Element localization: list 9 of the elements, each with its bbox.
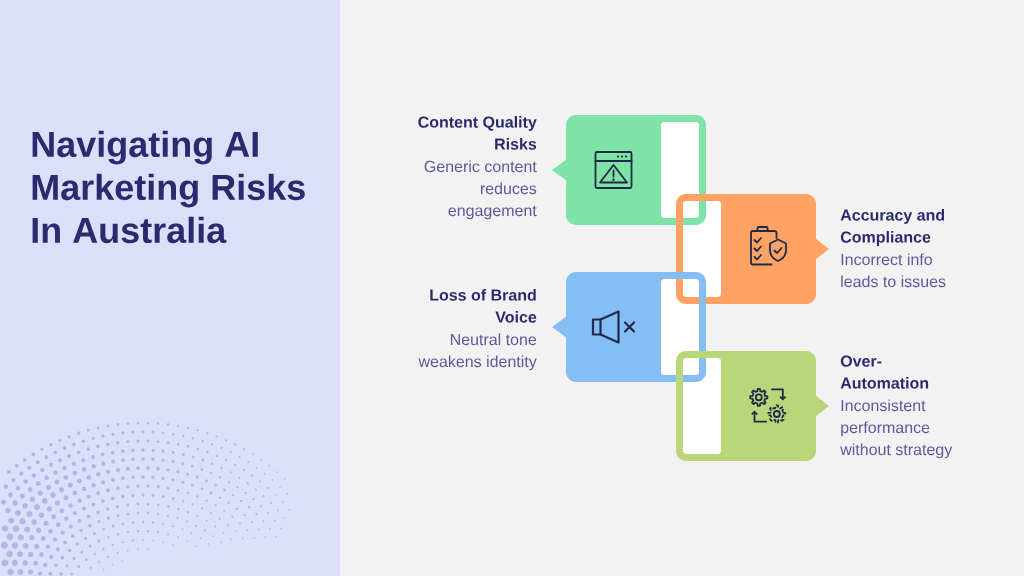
callout-text: Neutral tone weakens identity bbox=[418, 333, 537, 371]
callout-heading: Accuracy and Compliance bbox=[840, 209, 945, 246]
callout-heading: Content Quality Risks bbox=[418, 116, 537, 150]
callout-text: Generic content reduces engagement bbox=[424, 160, 537, 220]
callout-heading: Loss of Brand Voice bbox=[430, 289, 537, 323]
callout-heading: Over-Automation bbox=[840, 355, 929, 389]
title: Navigating AI Marketing Risks In Australia bbox=[32, 130, 305, 244]
callout-text: Incorrect info leads to issues bbox=[841, 253, 946, 288]
callout-text: Inconsistent performance without strategy bbox=[840, 399, 953, 459]
